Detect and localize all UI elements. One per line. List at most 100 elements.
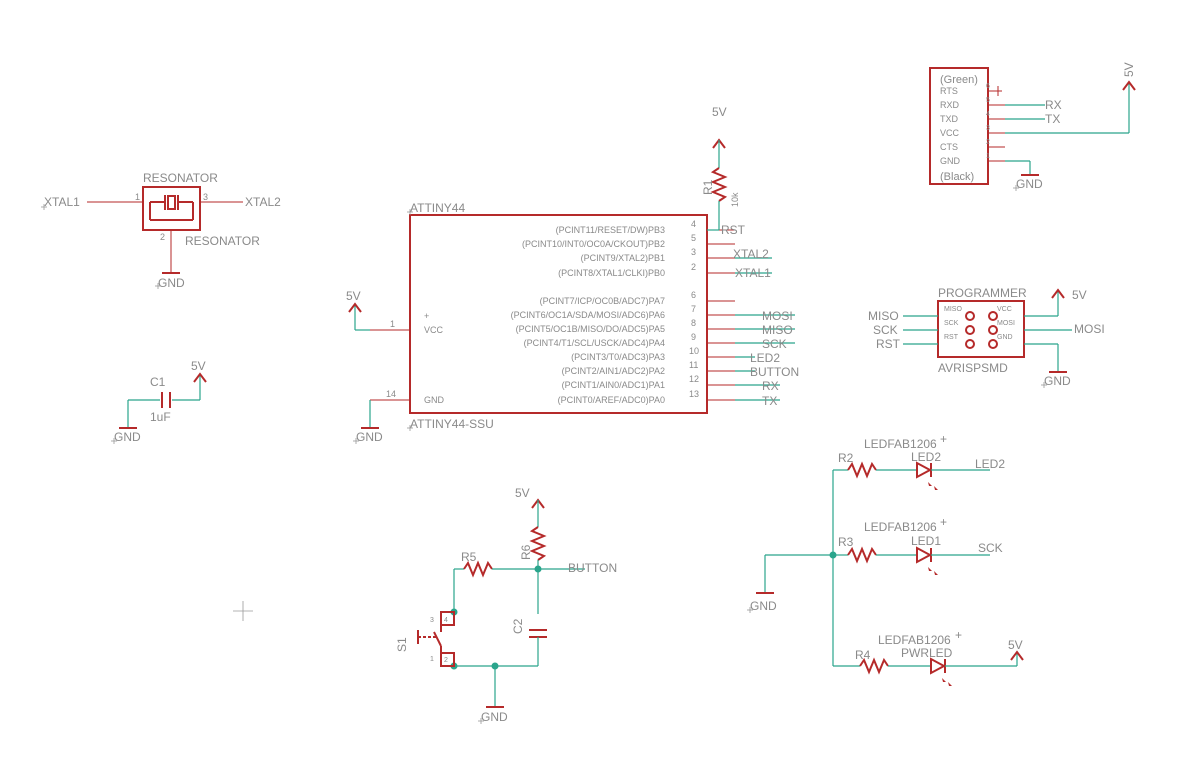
- attiny-gnd-supply-label: GND: [356, 430, 383, 444]
- svg-text:11: 11: [689, 360, 698, 370]
- svg-text:12: 12: [689, 374, 699, 384]
- ftdi-pin-num: 2: [986, 139, 990, 146]
- led-plus-mark: +: [955, 628, 962, 642]
- led-row-pwrled[interactable]: R4 LEDFAB1206 + PWRLED 5V: [833, 628, 1024, 686]
- ftdi-pin-num: 5: [986, 97, 990, 104]
- c1-part[interactable]: C1 1uF 5V GND: [114, 359, 207, 444]
- svg-text:(PCINT6/OC1A/SDA/MOSI/ADC6)PA6: (PCINT6/OC1A/SDA/MOSI/ADC6)PA6: [511, 310, 665, 320]
- r1-5v-label: 5V: [712, 105, 727, 119]
- attiny-body: [409, 214, 708, 414]
- supply-arrow-icon: [1051, 288, 1065, 299]
- attiny-pin-row: (PCINT9/XTAL2)PB1 3: [581, 247, 735, 263]
- led-row-led1[interactable]: R3 LEDFAB1206 + LED1 SCK: [833, 515, 1003, 575]
- c2-name: C2: [511, 618, 525, 634]
- prog-pin-mosi: MOSI: [997, 320, 1015, 327]
- ftdi-pin-cts: CTS: [940, 142, 958, 152]
- r2-name: R2: [838, 451, 854, 465]
- ftdi-pin-rxd: RXD: [940, 100, 960, 110]
- resistor-zigzag: [710, 167, 728, 202]
- s1-pin: 2: [444, 657, 448, 664]
- attiny-pin-row: (PCINT6/OC1A/SDA/MOSI/ADC6)PA6 7: [511, 304, 735, 320]
- supply-arrow-icon: [1122, 80, 1136, 91]
- ftdi-black-label: (Black): [940, 171, 974, 183]
- attiny-pin-row: (PCINT7/ICP/OC0B/ADC7)PA7 6: [540, 290, 735, 306]
- resonator-pin2: 2: [160, 232, 165, 242]
- resistor-zigzag: [859, 657, 889, 675]
- attiny-value: ATTINY44-SSU: [410, 417, 494, 431]
- net-ftdi-tx: TX: [1045, 112, 1060, 126]
- attiny-5v-label: 5V: [346, 289, 361, 303]
- attiny-pin-row: (PCINT5/OC1B/MISO/DO/ADC5)PA5 8: [516, 318, 735, 334]
- r1-value: 10k: [730, 192, 740, 207]
- button-5v-label: 5V: [515, 486, 530, 500]
- programmer-body: [937, 300, 1025, 358]
- attiny-pin-row: (PCINT3/T0/ADC3)PA3 10: [571, 346, 735, 362]
- svg-text:13: 13: [689, 389, 699, 399]
- prog-pin-rst: RST: [944, 334, 959, 341]
- net-ftdi-rx: RX: [1045, 98, 1062, 112]
- attiny-pin-row: (PCINT10/INT0/OC0A/CKOUT)PB2 5: [522, 233, 735, 249]
- programmer-part[interactable]: PROGRAMMER AVRISPSMD MISO SCK RST VCC MO…: [868, 286, 1105, 388]
- svg-text:(PCINT10/INT0/OC0A/CKOUT)PB2: (PCINT10/INT0/OC0A/CKOUT)PB2: [522, 239, 665, 249]
- attiny-name: ATTINY44: [410, 201, 465, 215]
- attiny-plus-mark: +: [424, 311, 429, 321]
- attiny-pin-row: (PCINT11/RESET/DW)PB3 4: [556, 219, 735, 235]
- ftdi-pin-num: 3: [986, 125, 990, 132]
- programmer-5v-label: 5V: [1072, 288, 1087, 302]
- ftdi-green-label: (Green): [940, 74, 978, 86]
- net-miso: MISO: [762, 323, 793, 337]
- svg-text:(PCINT5/OC1B/MISO/DO/ADC5)PA5: (PCINT5/OC1B/MISO/DO/ADC5)PA5: [516, 324, 665, 334]
- button-circuit[interactable]: 5V R6 BUTTON R5 C2 GND: [395, 486, 617, 724]
- ftdi-pin-gnd: GND: [940, 156, 961, 166]
- prog-pin-miso: MISO: [944, 306, 962, 313]
- resistor-zigzag: [529, 526, 547, 561]
- svg-text:10: 10: [689, 346, 699, 356]
- led-circuits[interactable]: GND R2 LEDFAB1206 + LED2 LED2 R3: [750, 432, 1024, 686]
- junction-dot: [491, 662, 499, 670]
- svg-text:4: 4: [691, 219, 696, 229]
- r6-name: R6: [519, 544, 533, 560]
- net-xtal2: XTAL2: [733, 247, 769, 261]
- programmer-gnd-label: GND: [1044, 374, 1071, 388]
- ftdi-pin-txd: TXD: [940, 114, 959, 124]
- c1-5v-label: 5V: [191, 359, 206, 373]
- switch-s1[interactable]: S1 3 4 1 2: [395, 611, 455, 667]
- svg-text:(PCINT3/T0/ADC3)PA3: (PCINT3/T0/ADC3)PA3: [571, 352, 665, 362]
- svg-text:(PCINT4/T1/SCL/USCK/ADC4)PA4: (PCINT4/T1/SCL/USCK/ADC4)PA4: [524, 338, 665, 348]
- led-gnd-label: GND: [750, 599, 777, 613]
- net-prog-miso: MISO: [868, 309, 899, 323]
- svg-text:8: 8: [691, 318, 696, 328]
- ftdi-header-part[interactable]: (Green) (Black) RTS RXD TXD VCC CTS GND …: [929, 62, 1136, 191]
- origin-marks: [41, 185, 1047, 724]
- prog-pin-sck: SCK: [944, 320, 959, 327]
- r4-name: R4: [855, 648, 871, 662]
- led-plus-mark: +: [940, 515, 947, 529]
- ftdi-pin-num: 6: [986, 83, 990, 90]
- attiny-gnd-label: GND: [424, 395, 445, 405]
- svg-text:(PCINT2/AIN1/ADC2)PA2: (PCINT2/AIN1/ADC2)PA2: [562, 366, 665, 376]
- ftdi-pin-num: 4: [986, 111, 990, 118]
- button-gnd-label: GND: [481, 710, 508, 724]
- resonator-part[interactable]: RESONATOR RESONATOR 1 3 2 XTAL1 XTAL2 GN…: [44, 171, 281, 290]
- resistor-zigzag: [463, 560, 493, 578]
- supply-arrow-icon: [348, 302, 362, 313]
- attiny-pin-gnd-num: 14: [386, 389, 396, 399]
- net-rst: RST: [721, 223, 746, 237]
- svg-text:5: 5: [691, 233, 696, 243]
- resonator-name: RESONATOR: [143, 171, 218, 185]
- net-tx: TX: [762, 394, 777, 408]
- r1-name: R1: [701, 179, 715, 195]
- net-led2: LED2: [750, 351, 780, 365]
- net-led2-right: LED2: [975, 457, 1005, 471]
- r1-part[interactable]: 5V R1 10k RST: [701, 105, 746, 237]
- led-row-led2[interactable]: R2 LEDFAB1206 + LED2 LED2: [833, 432, 1005, 490]
- led1-value: LEDFAB1206: [864, 520, 937, 534]
- resonator-pin1: 1: [135, 192, 140, 202]
- net-sck: SCK: [762, 337, 787, 351]
- attiny-pin-row: (PCINT1/AIN0/ADC1)PA1 12: [562, 374, 735, 390]
- attiny44-part[interactable]: ATTINY44 ATTINY44-SSU + VCC GND 1 14 (PC…: [346, 201, 799, 444]
- net-mosi: MOSI: [762, 309, 793, 323]
- svg-text:7: 7: [691, 304, 696, 314]
- svg-text:9: 9: [691, 332, 696, 342]
